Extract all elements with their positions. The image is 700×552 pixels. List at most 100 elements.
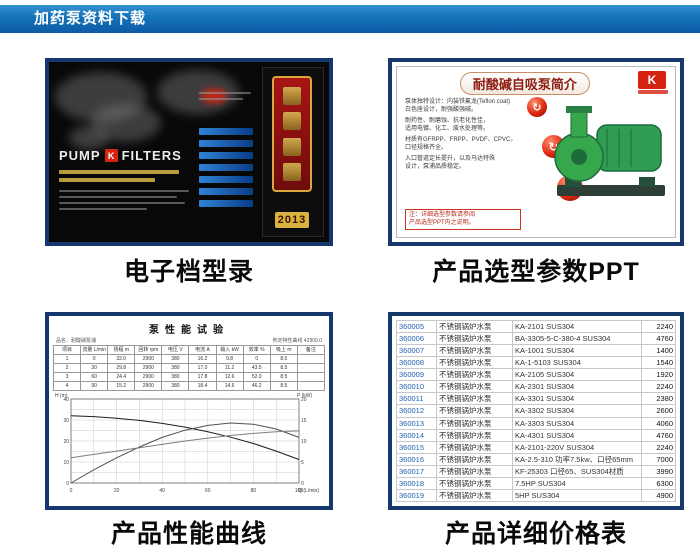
svg-text:20: 20 [63, 439, 69, 445]
price-cell: 4900 [641, 488, 676, 503]
price-cell: 不锈钢锅炉水泵 [436, 440, 513, 454]
test-table-cell: 43.5 [242, 363, 271, 373]
test-table-cell: 29.8 [107, 363, 136, 373]
brand-row: PUMP K FILTERS [59, 148, 182, 163]
slide-body-text: 泵体独特设计：内装铁氟龙(Teflon coat)白色座设计，耐强酸强碱。耐药性… [405, 99, 523, 171]
price-cell: KA-1-5103 SUS304 [512, 356, 642, 370]
test-table-cell: 11.2 [215, 363, 244, 373]
slide-body-line: 耐药性、耐磨蚀、抗老化性佳， [405, 118, 490, 124]
svg-text:Q (L/min): Q (L/min) [298, 488, 319, 494]
price-cell: 360014 [396, 428, 437, 442]
page-header-bar: 加药泵资料下载 [0, 5, 700, 33]
price-cell: KA-2101 SUS304 [512, 319, 642, 334]
meta-right: 判定特性曲线 42900.0 [272, 338, 322, 344]
brand-logo-subtext [638, 90, 668, 94]
svg-text:P (kW): P (kW) [297, 393, 313, 399]
svg-text:30: 30 [63, 418, 69, 424]
test-sheet-meta: 品名：耐酸碱泵浦 判定特性曲线 42900.0 [56, 337, 322, 344]
svg-text:5: 5 [301, 460, 304, 466]
price-cell: 4760 [641, 332, 676, 346]
price-cell: 不锈钢锅炉水泵 [436, 464, 513, 478]
catalog-cover: PUMP K FILTERS 2013 [49, 62, 329, 242]
caption-price[interactable]: 产品详细价格表 [444, 520, 627, 548]
test-table-cell: 8.5 [269, 372, 298, 382]
red-seal-banner [272, 76, 312, 192]
price-cell: 360008 [396, 356, 437, 370]
svg-text:40: 40 [159, 488, 165, 494]
test-table-cell: 4 [52, 381, 82, 391]
price-cell: 不锈钢锅炉水泵 [436, 416, 513, 430]
price-cell: 3990 [641, 464, 676, 478]
svg-text:20: 20 [301, 397, 307, 403]
price-cell: 1400 [641, 344, 676, 358]
price-cell: 2380 [641, 392, 676, 406]
price-cell: KF-25303 口径65、SUS304材质 [512, 464, 642, 478]
test-table-cell [296, 354, 326, 364]
price-cell: 360010 [396, 380, 437, 394]
test-table-cell: 3 [52, 372, 82, 382]
test-table-cell: 380 [161, 381, 190, 391]
svg-text:15: 15 [301, 418, 307, 424]
test-table-cell: 52.0 [242, 372, 271, 382]
price-cell: KA-1001 SUS304 [512, 344, 642, 358]
price-cell: 4760 [641, 428, 676, 442]
price-cell: 不锈钢锅炉水泵 [436, 476, 513, 490]
catalog-thumbnail[interactable]: PUMP K FILTERS 2013 [45, 58, 333, 246]
price-cell: KA-3303 SUS304 [512, 416, 642, 430]
svg-text:0: 0 [66, 481, 69, 487]
svg-text:0: 0 [70, 488, 73, 494]
price-cell: 2240 [641, 440, 676, 454]
price-cell: 360005 [396, 319, 437, 334]
slide-body-line: 入口管道定长提升，以及马达特殊 [405, 156, 496, 162]
price-cell: 不锈钢锅炉水泵 [436, 344, 513, 358]
caption-catalog[interactable]: 电子档型录 [123, 258, 254, 286]
test-table-cell: 2 [52, 363, 82, 373]
caption-curve[interactable]: 产品性能曲线 [110, 520, 267, 548]
test-table-cell: 2900 [134, 354, 163, 364]
test-table-header: 输入 kW [215, 345, 244, 355]
test-table-cell: 8.5 [269, 354, 298, 364]
slide-note-line: 注：详细选型参数请参阅 [409, 212, 476, 218]
ppt-thumbnail[interactable]: 耐酸碱自吸泵简介 K 泵体独特设计：内装铁氟龙(Teflon coat)白色座设… [388, 58, 684, 246]
test-table-header: 效率 % [242, 345, 271, 355]
price-cell: 7.5HP SUS304 [512, 476, 642, 490]
price-cell: 360015 [396, 440, 437, 454]
curve-thumbnail[interactable]: 泵性能试验 品名：耐酸碱泵浦 判定特性曲线 42900.0 项目流量 L/min… [45, 312, 333, 510]
test-table-header: 项目 [52, 345, 82, 355]
price-cell: 2240 [641, 380, 676, 394]
price-cell: 360011 [396, 392, 437, 406]
test-table-header: 流量 L/min [80, 345, 109, 355]
test-table-cell: 16.2 [188, 354, 217, 364]
seal-year: 2013 [275, 212, 309, 228]
test-table-cell: 8.5 [269, 381, 298, 391]
price-cell: KA-2105 SUS304 [512, 368, 642, 382]
slide-body-line: 泵体独特设计：内装铁氟龙(Teflon coat) [405, 99, 511, 105]
test-table-cell: 1 [52, 354, 82, 364]
test-table-cell: 15.2 [107, 381, 136, 391]
price-cell: 1540 [641, 356, 676, 370]
price-cell: 4060 [641, 416, 676, 430]
brand-word-pump: PUMP [59, 148, 101, 163]
caption-ppt[interactable]: 产品选型参数PPT [432, 258, 640, 286]
test-table-cell: 90 [80, 381, 109, 391]
price-cell: 6300 [641, 476, 676, 490]
price-cell: 360007 [396, 344, 437, 358]
test-table-header: 扬程 m [107, 345, 136, 355]
test-table-cell: 2900 [134, 372, 163, 382]
price-cell: 不锈钢锅炉水泵 [436, 319, 513, 334]
test-table-header: 回转 rpm [134, 345, 163, 355]
test-table-cell [296, 381, 326, 391]
price-cell: BA-3305-5-C-380-4 SUS304 [512, 332, 642, 346]
